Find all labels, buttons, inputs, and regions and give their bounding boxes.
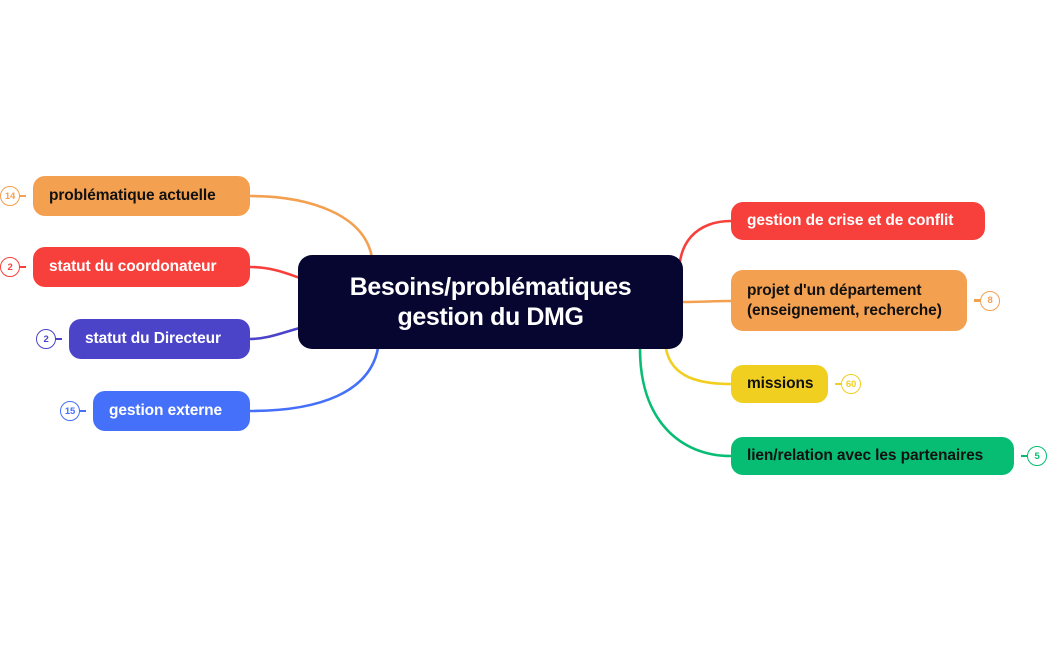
child-count-badge-statut-du-directeur[interactable]: 2 bbox=[36, 329, 62, 349]
branch-node-label: missions bbox=[747, 375, 814, 393]
child-count-badge-projet-d-un-departement[interactable]: 8 bbox=[974, 290, 1000, 311]
central-node[interactable]: Besoins/problématiques gestion du DMG bbox=[298, 255, 683, 349]
child-count-value: 5 bbox=[1034, 450, 1040, 462]
child-count-value: 2 bbox=[7, 261, 13, 273]
branch-node-gestion-externe[interactable]: gestion externe bbox=[93, 391, 250, 431]
child-count-value: 15 bbox=[64, 405, 76, 417]
branch-node-missions[interactable]: missions bbox=[731, 365, 828, 403]
branch-node-label: statut du coordonateur bbox=[49, 258, 217, 276]
branch-node-gestion-de-crise-et-de-conflit[interactable]: gestion de crise et de conflit bbox=[731, 202, 985, 240]
child-count-badge-problematique-actuelle[interactable]: 14 bbox=[0, 186, 26, 206]
link-problematique-actuelle bbox=[248, 194, 374, 260]
link-missions bbox=[664, 347, 733, 386]
branch-node-lien-relation-avec-les-partenaires[interactable]: lien/relation avec les partenaires bbox=[731, 437, 1014, 475]
branch-node-problematique-actuelle[interactable]: problématique actuelle bbox=[33, 176, 250, 216]
link-statut-du-directeur bbox=[248, 326, 302, 341]
link-projet-departement bbox=[681, 299, 733, 304]
child-count-value: 60 bbox=[845, 378, 857, 390]
badge-connector-stub bbox=[79, 409, 86, 413]
badge-connector-stub bbox=[19, 265, 26, 269]
branch-node-label: gestion de crise et de conflit bbox=[747, 212, 954, 230]
badge-connector-stub bbox=[1021, 454, 1028, 458]
badge-connector-stub bbox=[974, 299, 981, 302]
link-gestion-de-crise bbox=[678, 219, 733, 292]
branch-node-label: lien/relation avec les partenaires bbox=[747, 447, 984, 465]
branch-node-label: statut du Directeur bbox=[85, 330, 221, 348]
badge-connector-stub bbox=[835, 382, 842, 386]
child-count-value: 14 bbox=[4, 190, 16, 202]
branch-node-statut-du-coordonateur[interactable]: statut du coordonateur bbox=[33, 247, 250, 287]
branch-node-label: gestion externe bbox=[109, 402, 223, 420]
branch-node-label: problématique actuelle bbox=[49, 187, 216, 205]
link-statut-du-coordonateur bbox=[248, 265, 302, 280]
child-count-badge-gestion-externe[interactable]: 15 bbox=[60, 401, 86, 421]
link-gestion-externe bbox=[248, 346, 380, 413]
central-node-label: Besoins/problématiques gestion du DMG bbox=[349, 272, 632, 332]
badge-connector-stub bbox=[19, 194, 26, 198]
link-lien-partenaires bbox=[638, 347, 733, 458]
child-count-badge-statut-du-coordonateur[interactable]: 2 bbox=[0, 257, 26, 277]
child-count-value: 8 bbox=[987, 295, 993, 306]
child-count-value: 2 bbox=[43, 333, 49, 345]
branch-node-label: projet d'un département (enseignement, r… bbox=[747, 282, 942, 319]
branch-node-projet-d-un-departement[interactable]: projet d'un département (enseignement, r… bbox=[731, 270, 967, 331]
badge-connector-stub bbox=[55, 337, 62, 341]
child-count-badge-missions[interactable]: 60 bbox=[835, 374, 861, 394]
branch-node-statut-du-directeur[interactable]: statut du Directeur bbox=[69, 319, 250, 359]
child-count-badge-lien-relation-avec-les-partenaires[interactable]: 5 bbox=[1021, 446, 1047, 466]
